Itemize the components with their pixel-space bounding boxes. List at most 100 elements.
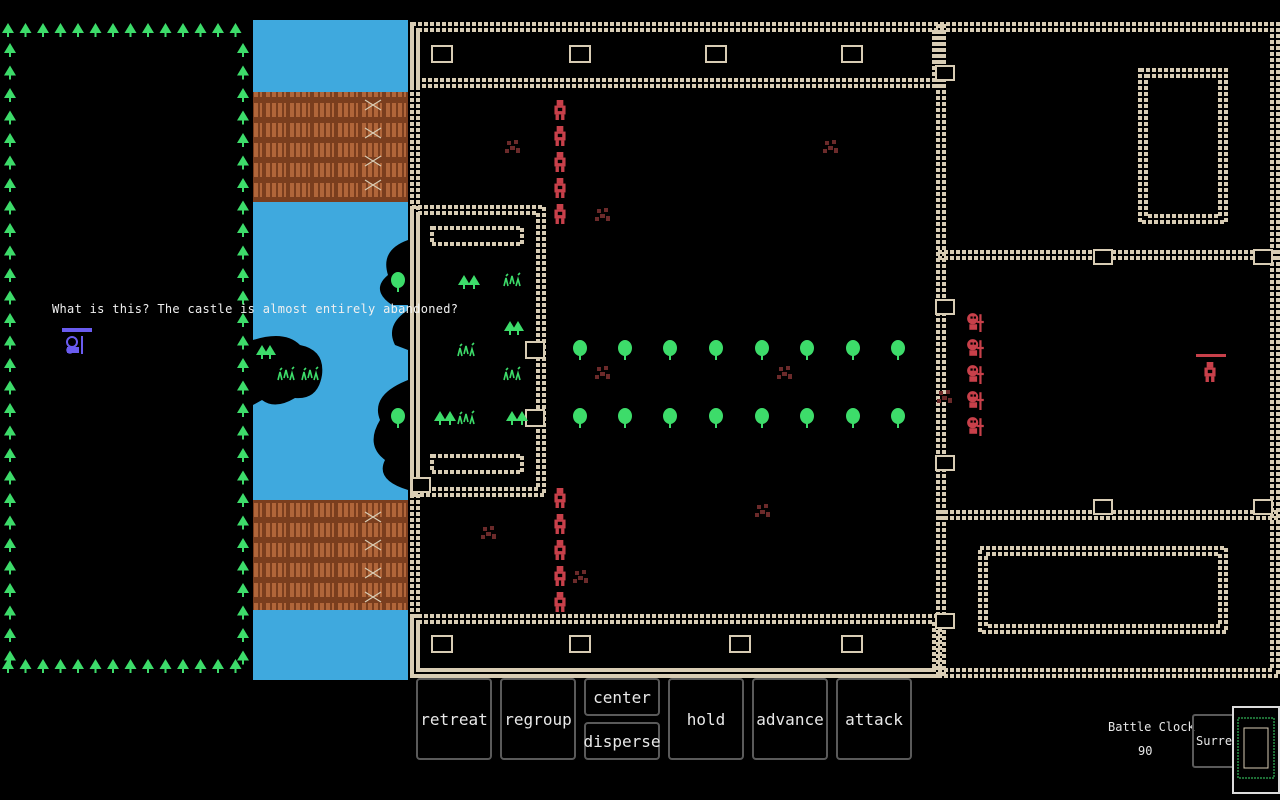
pine-tree-icon [458,275,470,289]
pine-tree-icon [444,411,456,425]
pine-tree-icon [4,650,16,665]
pine-tree-icon [237,65,249,80]
enemy-commander-icon[interactable] [1196,354,1226,382]
pine-tree-icon [4,268,16,282]
enemy-soldier-icon [554,566,566,586]
rubble-icon [595,366,610,379]
pine-tree-icon [142,659,154,673]
pine-tree-icon [4,448,16,462]
rubble-icon [823,140,838,153]
enemy-soldier-icon [554,488,566,508]
rubble-icon [755,504,770,517]
rubble-icon [595,208,610,221]
pine-tree-icon [434,411,446,425]
pine-tree-icon [72,23,84,37]
pine-tree-icon [124,659,137,673]
pine-tree-icon [237,493,249,507]
advance-button[interactable]: advance [752,678,828,760]
bush-icon [800,340,814,360]
pine-tree-icon [159,659,172,673]
pine-tree-icon [237,43,249,57]
player-commander-icon[interactable] [62,328,92,354]
battle-clock-label: Battle Clock [1108,720,1195,734]
pine-tree-icon [237,448,249,462]
pine-tree-icon [4,155,16,170]
pine-tree-icon [2,23,14,37]
bush-icon [891,340,905,360]
rubble-icon [777,366,792,379]
pine-tree-icon [237,515,249,530]
pine-tree-icon [142,23,154,37]
pine-tree-icon [4,245,16,260]
skeleton-soldier-icon [967,391,984,410]
pine-tree-icon [237,335,249,350]
pine-tree-icon [229,659,242,673]
skeleton-soldier-icon [967,313,984,332]
pine-tree-icon [4,133,16,147]
pine-tree-icon [4,628,16,642]
forest-border [2,23,249,673]
pine-tree-icon [37,23,49,37]
river-bank-rocks [253,240,408,490]
enemy-soldier-icon [554,540,566,560]
grass-icon [457,410,475,425]
pine-tree-icon [237,268,249,282]
grass-icon [503,366,521,381]
battle-map[interactable] [0,0,1280,680]
retreat-button[interactable]: retreat [416,678,492,760]
bush-icon [755,340,769,360]
pine-tree-icon [4,335,16,350]
enemy-soldier-icon [554,152,566,172]
regroup-button[interactable]: regroup [500,678,576,760]
pine-tree-icon [107,23,119,37]
enemy-soldier-icon [554,178,566,198]
pine-tree-icon [4,200,16,215]
pine-tree-icon [177,659,189,673]
pine-tree-icon [237,425,249,440]
rubble-icon [573,570,588,583]
pine-tree-icon [4,110,16,125]
pine-tree-icon [237,538,249,552]
pine-tree-icon [4,223,16,237]
pine-tree-icon [237,583,249,597]
enemy-soldier-icon [554,204,566,224]
pine-tree-icon [237,110,249,125]
enemy-units[interactable] [554,100,984,612]
pine-tree-icon [4,493,16,507]
battle-clock-value: 90 [1138,744,1153,758]
pine-tree-icon [194,659,207,673]
pine-tree-icon [229,23,242,37]
minimap-view [1237,717,1275,779]
pine-tree-icon [237,358,249,372]
pine-tree-icon [4,560,16,575]
pine-tree-icon [237,88,249,102]
center-button[interactable]: center [584,678,660,716]
pine-tree-icon [37,659,49,673]
skeleton-soldier-icon [967,365,984,384]
bush-icon [846,340,860,360]
commander-dialog: What is this? The castle is almost entir… [52,302,459,316]
pine-tree-icon [237,133,249,147]
pine-tree-icon [237,628,249,642]
pine-tree-icon [4,358,16,372]
pine-tree-icon [19,659,32,673]
bush-icon [800,408,814,428]
pine-tree-icon [4,178,16,192]
grass-icon [457,342,475,357]
pine-tree-icon [4,425,16,440]
bush-icon [618,408,632,428]
pine-tree-icon [19,23,32,37]
bridge-debris [364,99,382,603]
pine-tree-icon [107,659,119,673]
disperse-button[interactable]: disperse [583,722,661,760]
attack-button[interactable]: attack [836,678,912,760]
bush-icon [755,408,769,428]
bush-icon [663,340,677,360]
bridge-north [253,92,408,202]
minimap[interactable] [1232,706,1280,794]
hold-button[interactable]: hold [668,678,744,760]
pine-tree-icon [177,23,189,37]
pine-tree-icon [4,43,16,57]
pine-tree-icon [72,659,84,673]
pine-tree-icon [237,470,249,485]
